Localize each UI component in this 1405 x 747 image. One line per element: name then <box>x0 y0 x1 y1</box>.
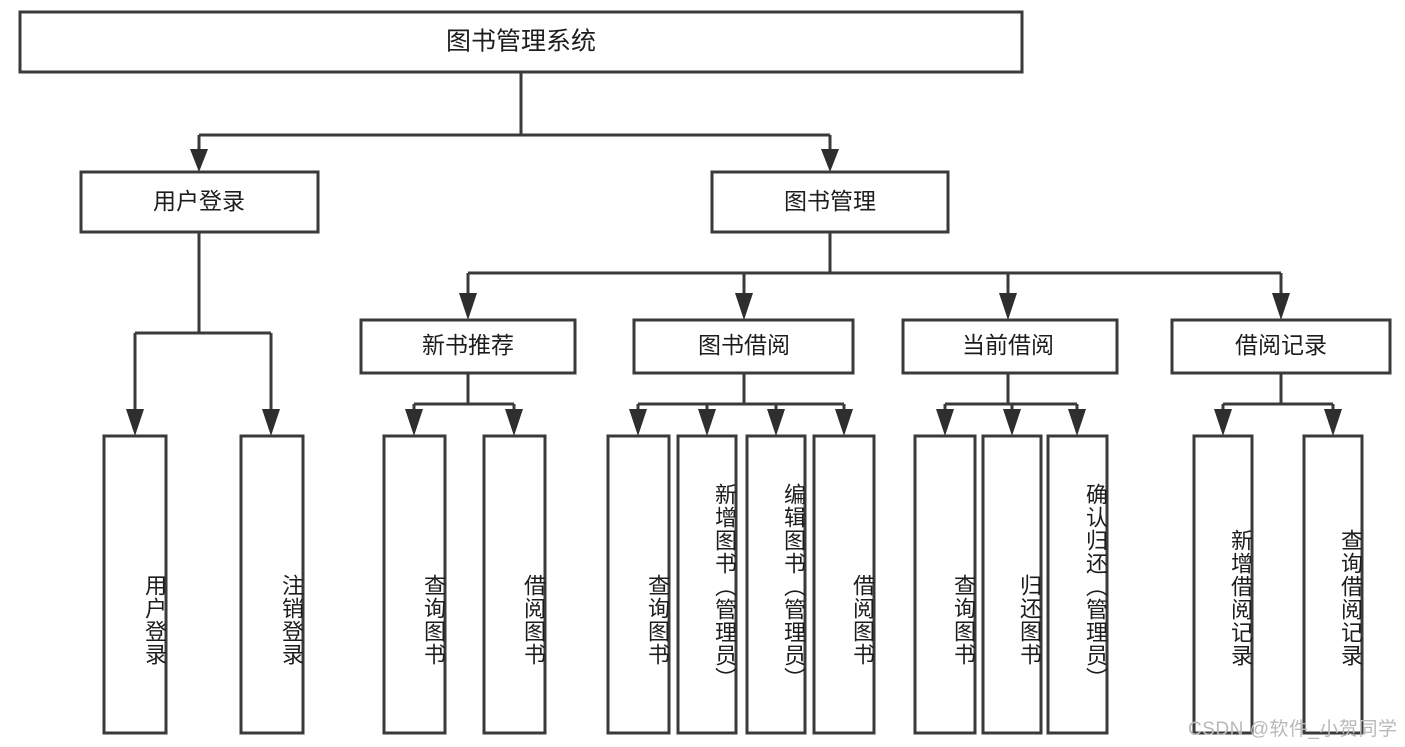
leaf-box-2[interactable] <box>382 434 447 735</box>
node-borrow-record[interactable] <box>1170 318 1392 375</box>
leaf-box-9[interactable] <box>981 434 1043 735</box>
leaf-box-7[interactable] <box>812 434 876 735</box>
node-user-login-label: 用户登录 <box>153 188 245 214</box>
node-current-borrow-label: 当前借阅 <box>962 332 1054 358</box>
node-borrow-record-label: 借阅记录 <box>1235 332 1327 358</box>
watermark-label: CSDN @软件_小贺同学 <box>1188 719 1398 740</box>
node-book-manage-label: 图书管理 <box>784 188 876 214</box>
arrow-head-leaf-4 <box>629 409 647 436</box>
leaf-box-6[interactable] <box>745 434 807 735</box>
leaf-box-10[interactable] <box>1046 434 1109 735</box>
arrow-head-leaf-10 <box>1068 409 1086 436</box>
node-new-book-rec-label: 新书推荐 <box>422 332 514 358</box>
node-root-label: 图书管理系统 <box>446 28 596 56</box>
arrow-head-new-book <box>459 293 477 320</box>
leaf-box-11[interactable] <box>1192 434 1254 735</box>
arrow-head-leaf-12 <box>1324 409 1342 436</box>
arrow-head-borrow-record <box>1272 293 1290 320</box>
arrow-head-leaf-11 <box>1214 409 1232 436</box>
arrow-head-current-borrow <box>999 293 1017 320</box>
arrow-head-leaf-5 <box>698 409 716 436</box>
arrow-head-book-manage <box>821 149 839 172</box>
arrow-head-leaf-3 <box>505 409 523 436</box>
arrow-head-leaf-1 <box>262 409 280 436</box>
connector-group <box>126 72 1342 436</box>
arrow-head-leaf-2 <box>405 409 423 436</box>
leaf-box-5[interactable] <box>676 434 738 735</box>
node-book-borrow[interactable] <box>632 318 855 375</box>
leaf-box-4[interactable] <box>606 434 671 735</box>
node-current-borrow[interactable] <box>901 318 1119 375</box>
arrow-head-borrow-book <box>735 293 753 320</box>
leaf-box-8[interactable] <box>913 434 977 735</box>
arrow-head-leaf-0 <box>126 409 144 436</box>
node-group: 图书管理系统 用户登录 图书管理 新书推荐 图书借阅 当前借阅 借阅记录 <box>18 10 1392 735</box>
leaf-box-1[interactable] <box>239 434 305 735</box>
node-book-manage[interactable] <box>710 170 950 234</box>
node-user-login[interactable] <box>79 170 320 234</box>
leaf-box-12[interactable] <box>1302 434 1364 735</box>
arrow-head-leaf-7 <box>835 409 853 436</box>
leaf-box-0[interactable] <box>102 434 168 735</box>
arrow-head-leaf-6 <box>767 409 785 436</box>
node-root[interactable] <box>18 10 1024 74</box>
arrow-head-leaf-8 <box>936 409 954 436</box>
node-new-book-rec[interactable] <box>359 318 577 375</box>
arrow-head-user-login <box>190 149 208 172</box>
node-book-borrow-label: 图书借阅 <box>698 332 790 358</box>
arrow-head-leaf-9 <box>1003 409 1021 436</box>
leaf-box-3[interactable] <box>482 434 547 735</box>
